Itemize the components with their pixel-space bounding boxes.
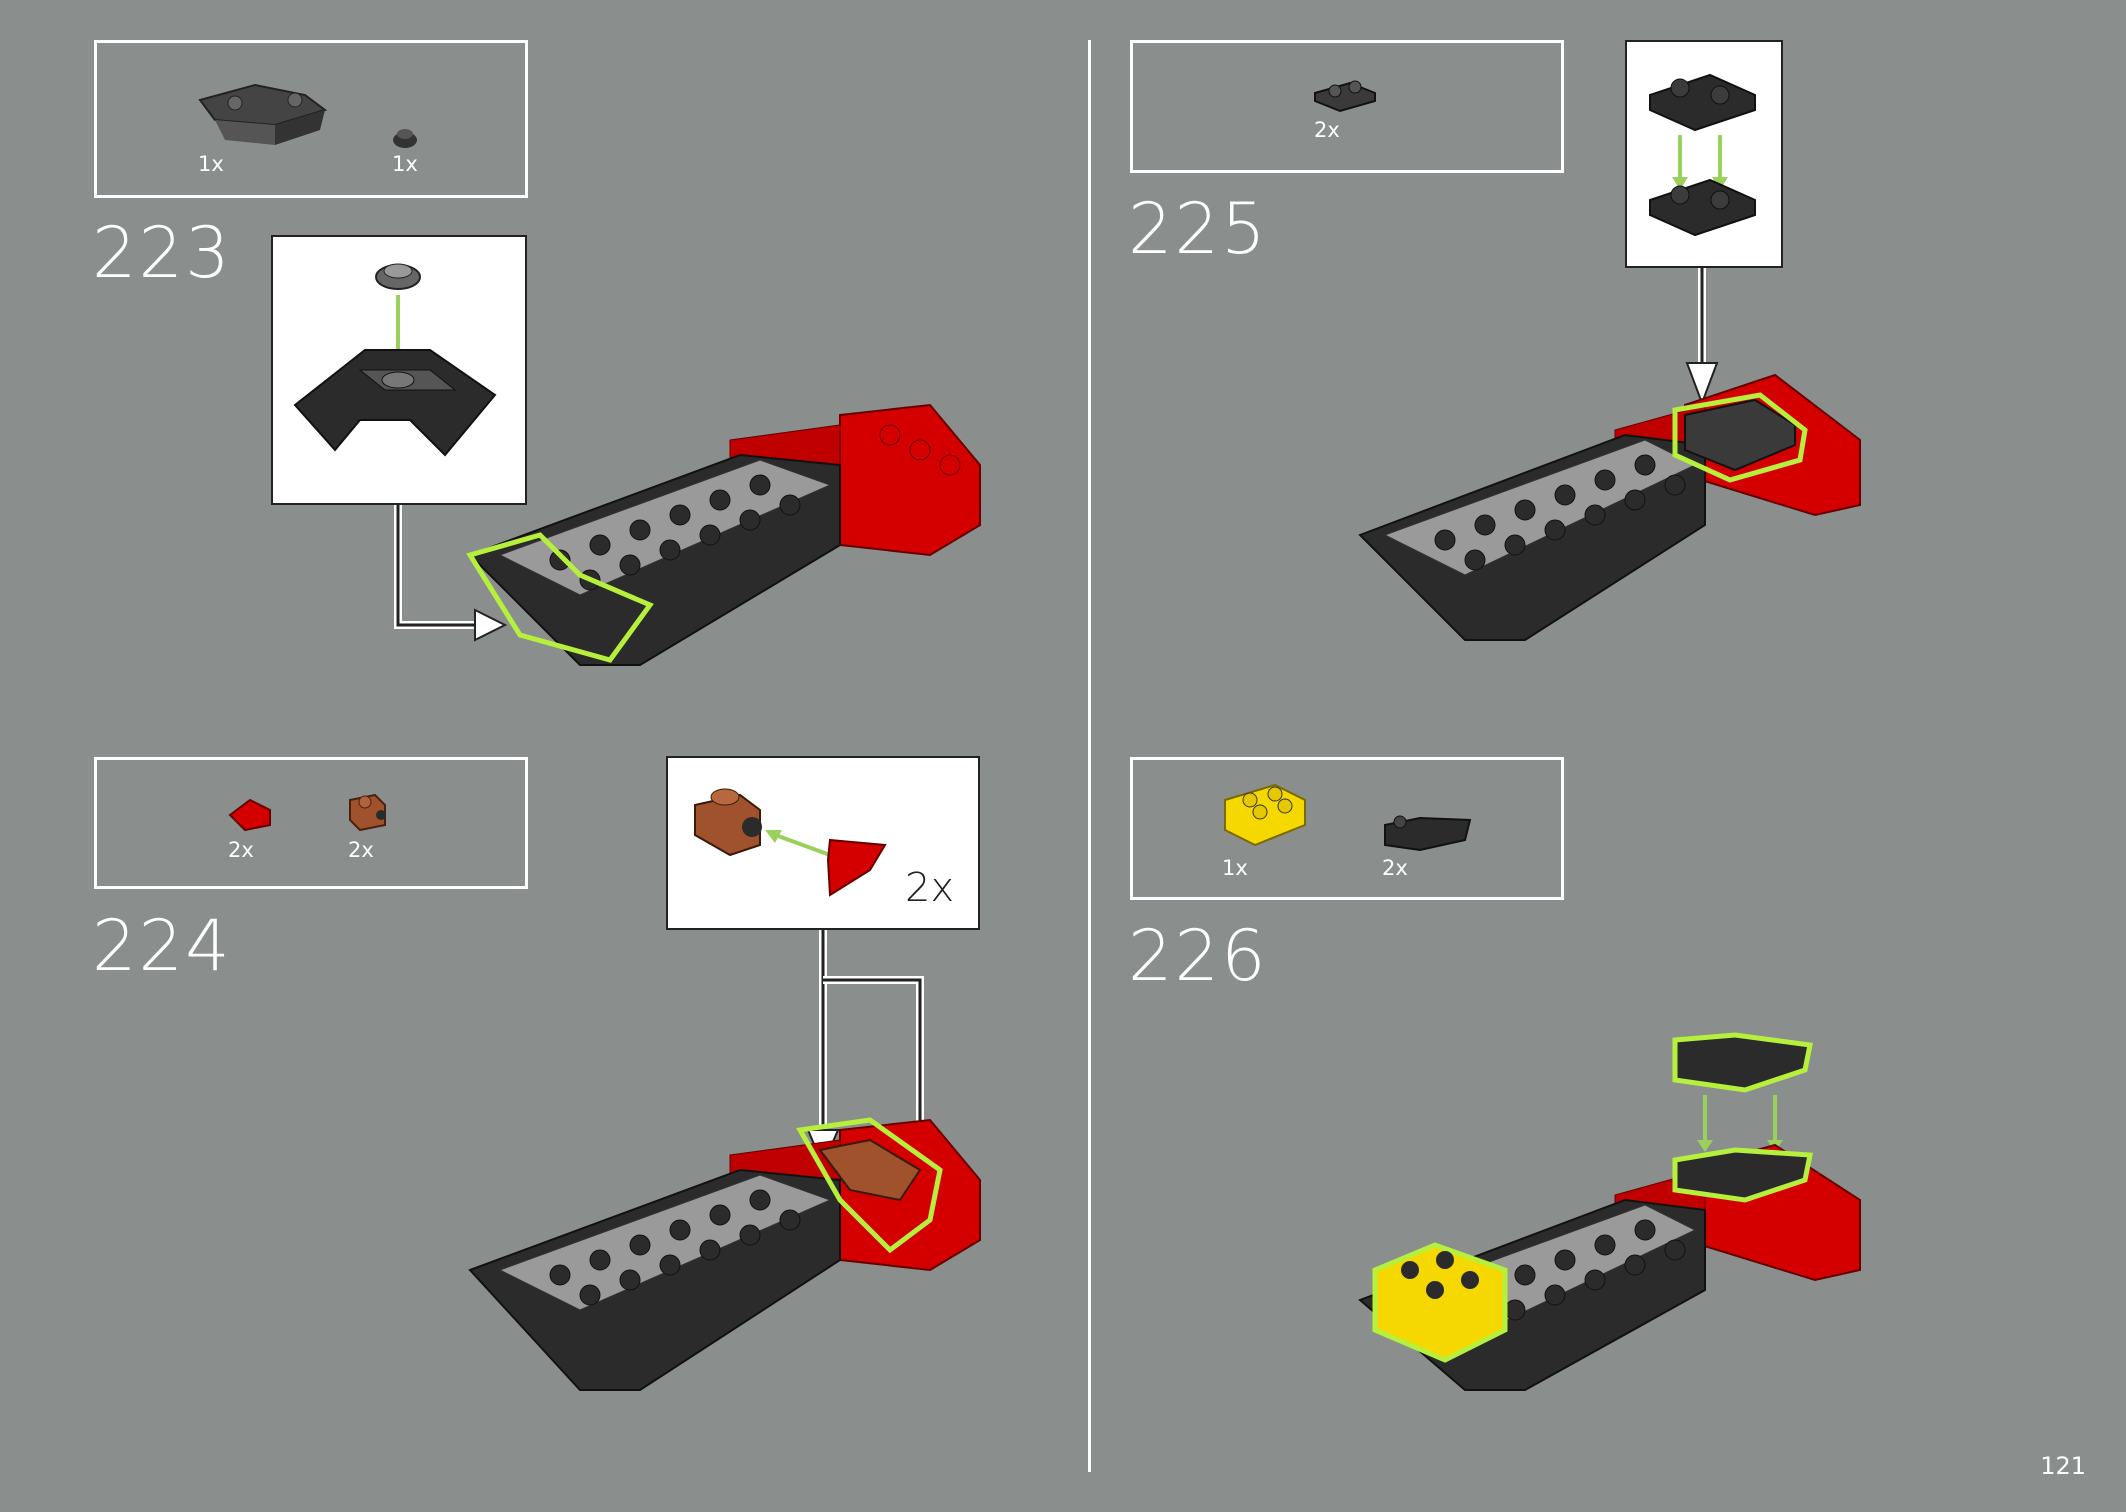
callout-pointer-223 <box>394 505 508 642</box>
step-number: 226 <box>1128 915 1268 997</box>
model-assembly-225 <box>1358 373 1861 641</box>
red-slope-part <box>228 798 271 832</box>
yellow-brick-2x2-part <box>1224 783 1306 847</box>
dark-round-plate-part <box>393 129 417 148</box>
part-qty: 1x <box>1222 856 1248 880</box>
model-assembly-223 <box>466 403 981 666</box>
brown-bracket-part <box>349 793 386 832</box>
parts-list-box-223 <box>94 40 528 198</box>
black-plate-1x2-part <box>1314 80 1376 113</box>
parts-list-box-226 <box>1130 757 1564 900</box>
parts-list-box-225 <box>1130 40 1564 173</box>
black-curved-slope-part <box>1384 815 1472 852</box>
callout-quantity: 2x <box>905 865 955 911</box>
callout-assembly-223 <box>293 263 497 457</box>
part-qty: 2x <box>1382 856 1408 880</box>
part-qty: 2x <box>1314 118 1340 142</box>
step-number: 223 <box>92 212 232 294</box>
black-inverted-slope-part <box>198 83 328 145</box>
model-assembly-226 <box>1358 1032 1861 1391</box>
part-qty: 2x <box>348 838 374 862</box>
callout-assembly-225 <box>1649 73 1756 237</box>
page-number: 121 <box>2040 1452 2086 1480</box>
callout-pointer-225 <box>1685 268 1719 406</box>
model-assembly-224 <box>468 1117 981 1391</box>
step-number: 225 <box>1128 188 1268 270</box>
step-number: 224 <box>92 905 232 987</box>
page-divider <box>1088 40 1091 1472</box>
callout-assembly-224 <box>694 788 887 897</box>
part-qty: 1x <box>198 152 224 176</box>
parts-list-box-224 <box>94 757 528 889</box>
part-qty: 1x <box>392 152 418 176</box>
part-qty: 2x <box>228 838 254 862</box>
